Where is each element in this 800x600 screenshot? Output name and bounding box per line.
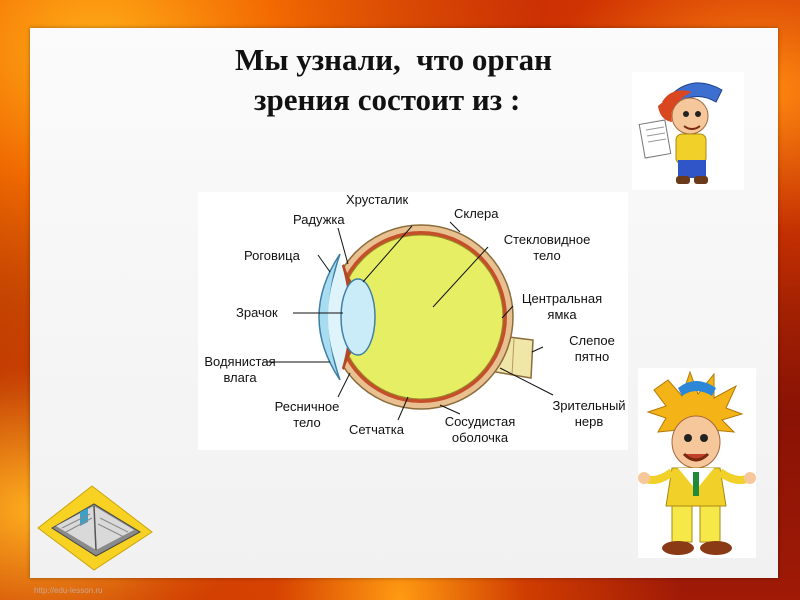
label-optic-nerve: Зрительный нерв	[550, 398, 628, 430]
book-icon	[36, 482, 154, 572]
label-blind-spot: Слепое пятно	[560, 333, 624, 365]
label-vitreous-body: Стекловидное тело	[482, 232, 612, 264]
label-optic-nerve-line-2: нерв	[574, 414, 604, 429]
reading-character-icon	[638, 82, 723, 184]
label-aqueous-line-1: Водянистая	[204, 354, 276, 369]
label-cornea: Роговица	[244, 248, 300, 263]
title-line-2: зрения состоит из :	[254, 82, 521, 117]
label-aqueous-humor: Водянистая влага	[198, 354, 282, 386]
watermark: http://edu-lesson.ru	[34, 586, 103, 595]
label-blind-spot-line-2: пятно	[574, 349, 610, 364]
label-lens: Хрусталик	[346, 192, 409, 207]
aqueous-humor-shape	[328, 260, 350, 374]
label-vitreous-line-2: тело	[533, 248, 561, 263]
label-ciliary-line-2: тело	[293, 415, 321, 430]
optic-nerve-fiber	[511, 338, 515, 376]
label-fovea-line-2: ямка	[547, 307, 577, 322]
label-ciliary-line-1: Ресничное	[274, 399, 340, 414]
waving-character-image	[638, 368, 756, 558]
eye-diagram: Хрусталик Склера Радужка Роговица Стекло…	[198, 192, 628, 450]
label-optic-nerve-line-1: Зрительный	[552, 398, 626, 413]
label-fovea-line-1: Центральная	[521, 291, 603, 306]
label-choroid: Сосудистая оболочка	[430, 414, 530, 446]
book-icon-graphic	[37, 485, 153, 571]
label-fovea: Центральная ямка	[510, 291, 614, 323]
label-iris: Радужка	[293, 212, 345, 227]
slide-title: Мы узнали, что орган зрения состоит из :	[180, 40, 620, 120]
title-line-1: Мы узнали, что орган	[235, 42, 553, 77]
reading-character-image	[632, 72, 744, 190]
label-pupil: Зрачок	[236, 305, 278, 320]
leader-lines	[263, 221, 554, 421]
label-sclera: Склера	[454, 206, 499, 221]
label-ciliary-body: Ресничное тело	[264, 399, 350, 431]
lens-shape	[340, 278, 376, 356]
eye-diagram-graphic	[263, 221, 554, 421]
label-aqueous-line-2: влага	[223, 370, 257, 385]
label-vitreous-line-1: Стекловидное	[503, 232, 591, 247]
waving-character-icon	[638, 370, 756, 555]
label-blind-spot-line-1: Слепое	[569, 333, 615, 348]
label-choroid-line-1: Сосудистая	[444, 414, 516, 429]
label-choroid-line-2: оболочка	[451, 430, 509, 445]
label-retina: Сетчатка	[349, 422, 405, 437]
